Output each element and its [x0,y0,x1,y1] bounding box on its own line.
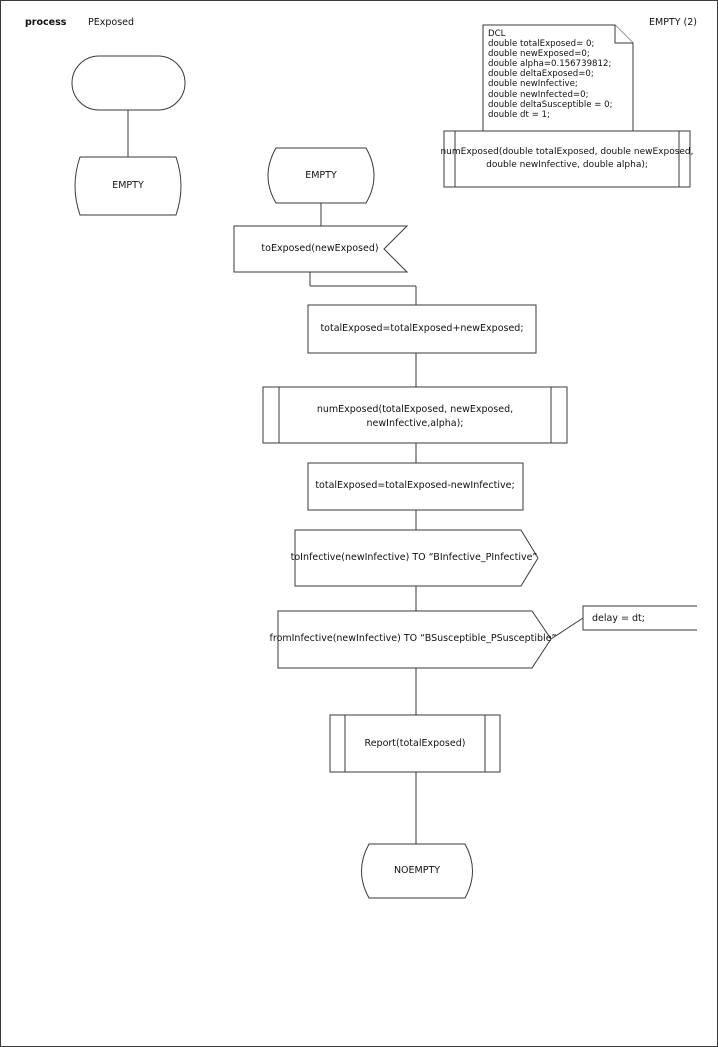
task-symbol-add [307,304,537,354]
declaration-line: double totalExposed= 0; [488,39,595,50]
procedure-call-line1: numExposed(totalExposed, newExposed, [316,404,514,415]
input-signal-label: toExposed(newExposed) [261,243,379,254]
input-signal-symbol [233,225,409,273]
declaration-line: double newInfected=0; [488,89,589,100]
state-symbol-noempty [361,843,473,899]
report-call-symbol [329,714,501,773]
procedure-decl-box [443,130,691,188]
comment-connector [550,617,584,640]
declaration-line: double newExposed=0; [488,49,590,60]
process-name: PExposed [88,17,135,28]
state-label-noempty: NOEMPTY [393,865,441,876]
start-symbol [71,55,186,111]
procedure-call-line2: newInfective,alpha); [366,418,464,429]
declaration-fold [614,25,633,44]
comment-label: delay = dt; [592,613,645,624]
comment-bracket [582,605,697,631]
task-symbol-subtract [307,462,524,511]
declaration-line: double deltaExposed=0; [488,69,594,80]
report-call-label: Report(totalExposed) [364,738,466,749]
process-keyword: process [25,17,67,28]
output-signal-label-1: toInfective(newInfective) TO “BInfective… [290,552,538,563]
state-label-left: EMPTY [112,180,144,191]
task-subtract-label: totalExposed=totalExposed-newInfective; [315,480,515,491]
state-symbol-empty [267,147,375,204]
output-signal-symbol-1 [294,529,539,587]
output-signal-symbol-2 [277,610,552,669]
page-label: EMPTY (2) [649,17,698,28]
declaration-line: double dt = 1; [488,109,550,120]
declaration-box [482,24,634,132]
procedure-decl-line2: double newInfective, double alpha); [486,160,648,170]
state-symbol-left [74,156,182,216]
declaration-line: double alpha=0.156739812; [488,59,612,70]
declaration-line: DCL [488,29,506,39]
task-add-label: totalExposed=totalExposed+newExposed; [320,323,524,334]
procedure-call-symbol [262,386,568,444]
declaration-line: double deltaSusceptible = 0; [488,99,613,110]
procedure-decl-line1: numExposed(double totalExposed, double n… [440,147,694,157]
declaration-line: double newInfective; [488,79,578,90]
output-signal-label-2: fromInfective(newInfective) TO “BSuscept… [269,633,557,644]
state-label-empty: EMPTY [305,170,337,181]
